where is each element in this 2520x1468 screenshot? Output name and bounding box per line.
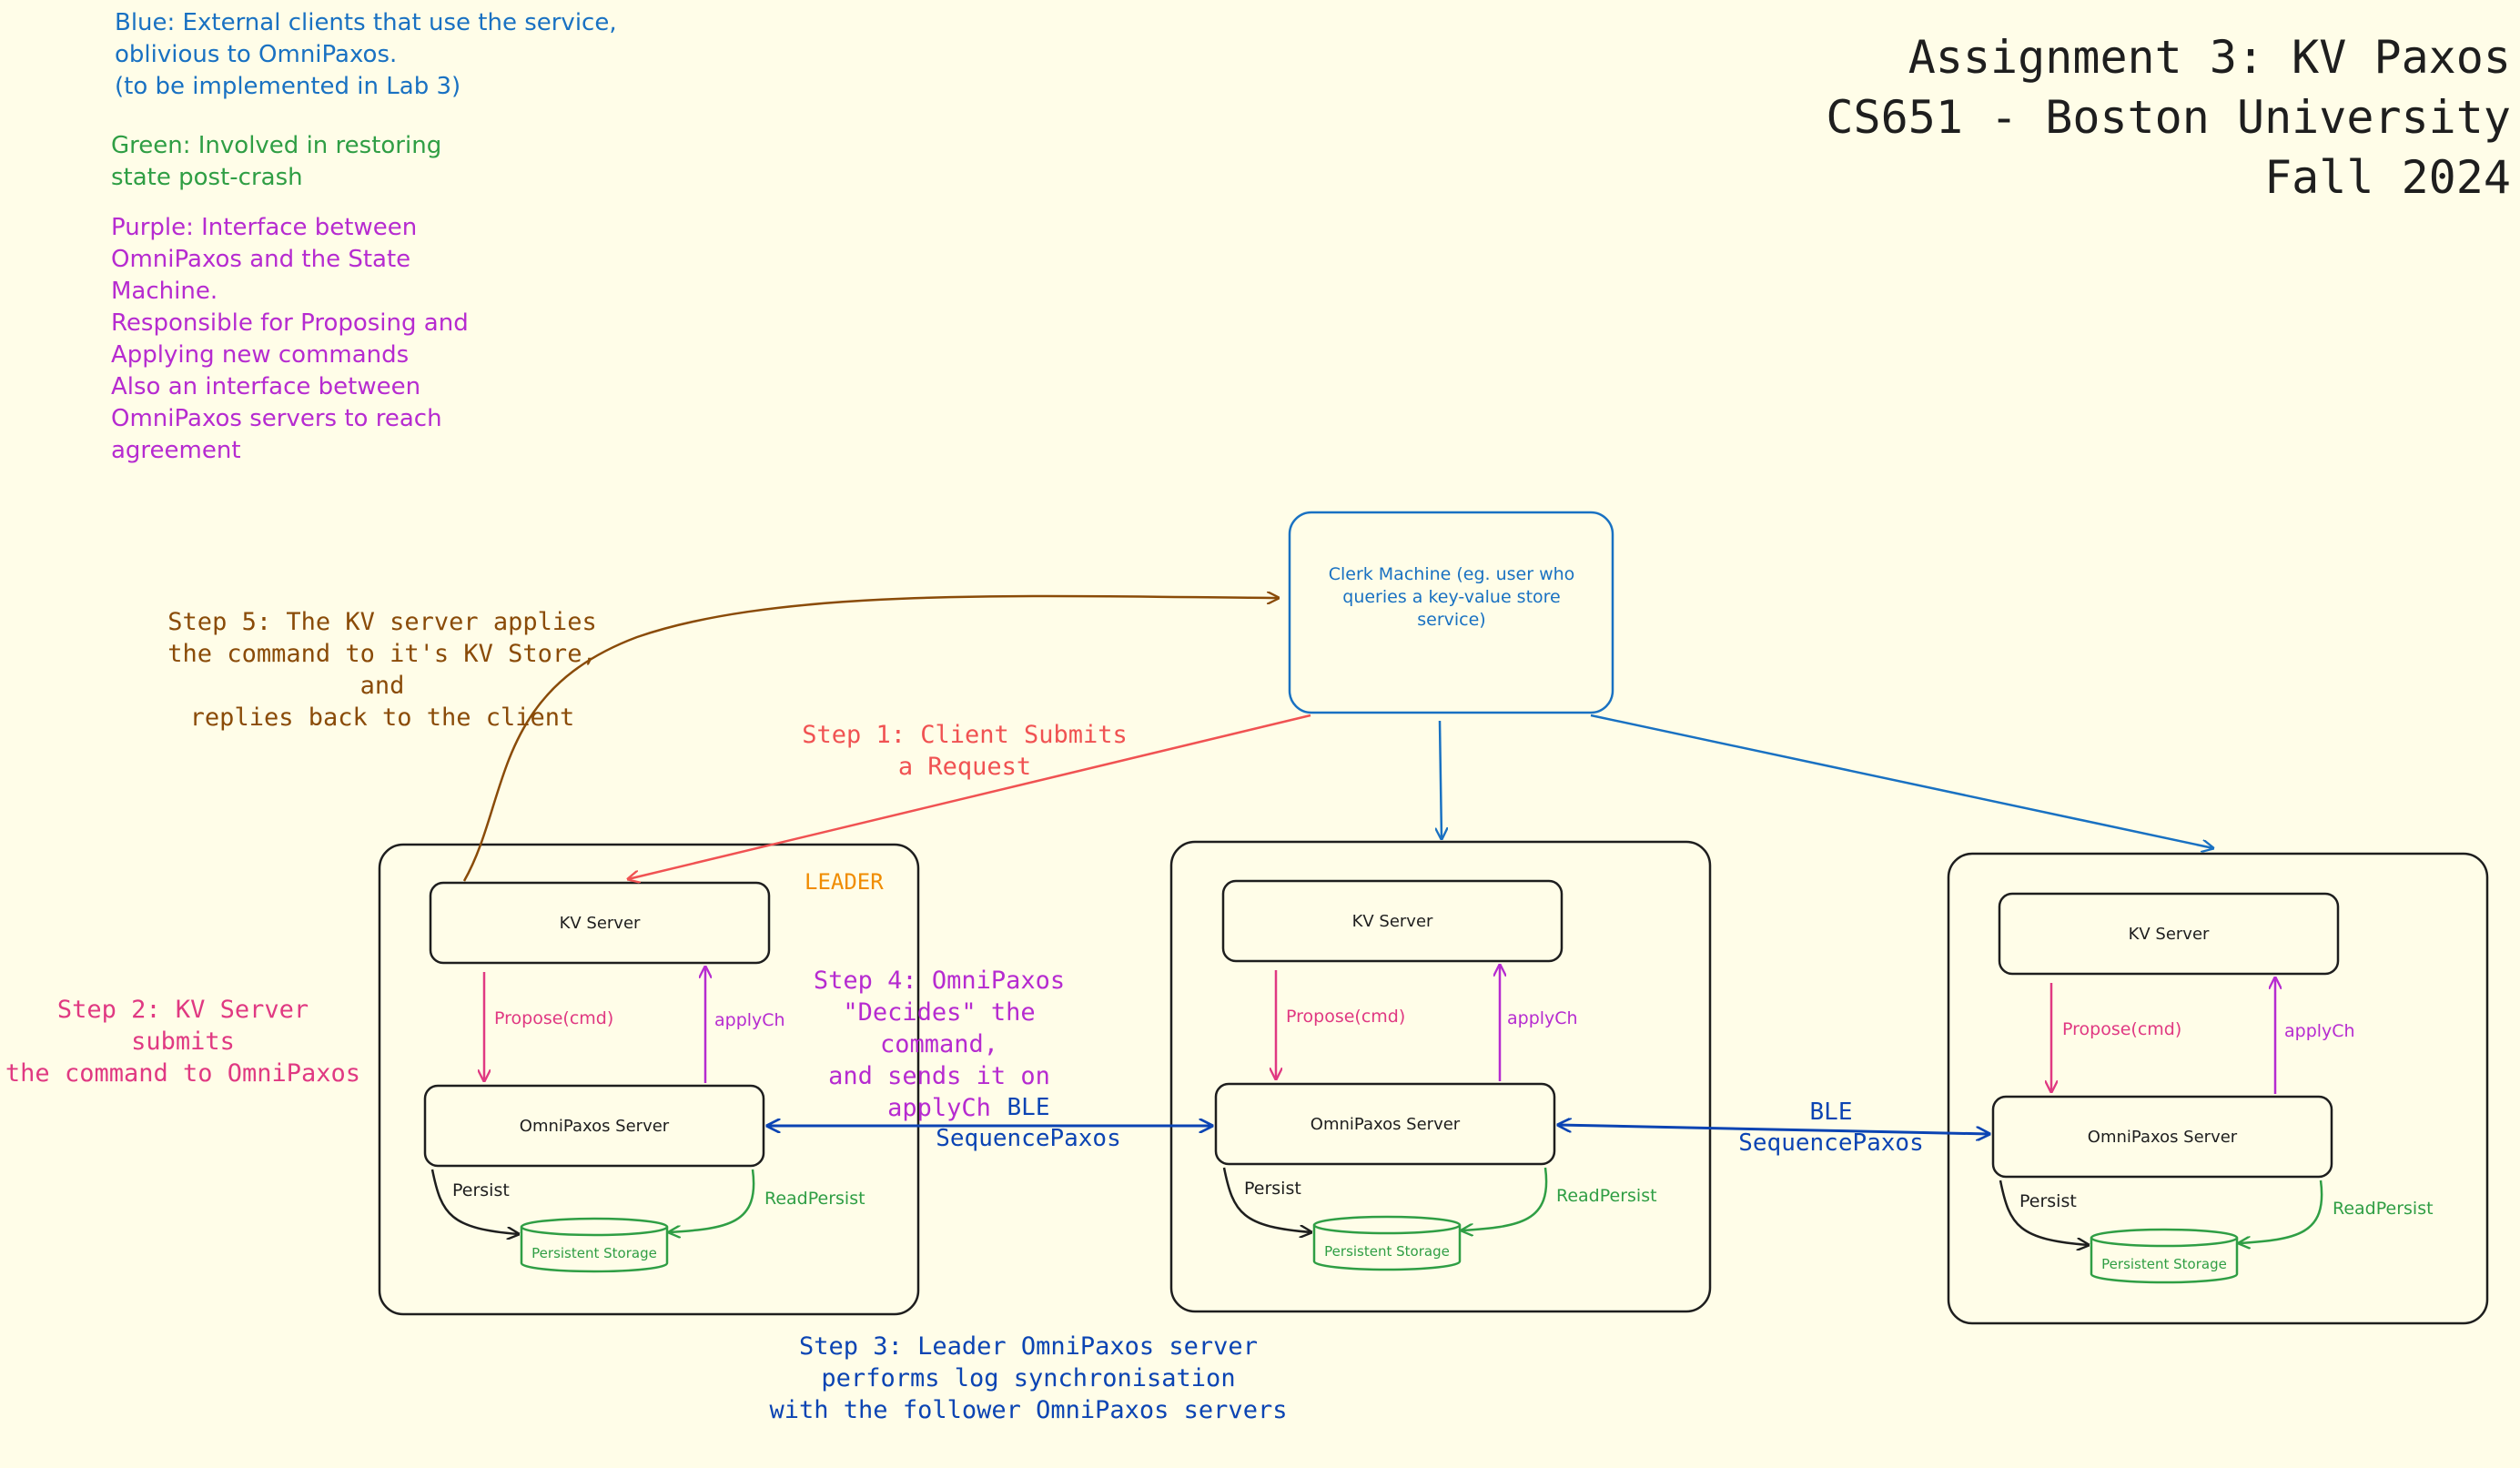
readpersist-arrow-1 bbox=[669, 1169, 755, 1232]
client-request-arrow-2 bbox=[1440, 720, 1442, 839]
omnipaxos-server-box-3 bbox=[1991, 1095, 2333, 1179]
omnipaxos-server-label-3: OmniPaxos Server bbox=[2087, 1127, 2238, 1147]
applych-label-2: applyCh bbox=[1507, 1008, 1578, 1028]
server-container-1 bbox=[378, 843, 920, 1316]
step-1-label: Step 1: Client Submits a Request bbox=[802, 721, 1128, 781]
persist-arrow-1 bbox=[430, 1169, 519, 1234]
sequencepaxos-link-2-3 bbox=[1558, 1125, 1989, 1134]
propose-label-2: Propose(cmd) bbox=[1286, 1007, 1406, 1027]
persist-label-1: Persist bbox=[452, 1180, 510, 1200]
readpersist-arrow-2 bbox=[1462, 1167, 1548, 1230]
server-container-3 bbox=[1947, 852, 2489, 1325]
propose-label-3: Propose(cmd) bbox=[2062, 1019, 2182, 1039]
readpersist-label-3: ReadPersist bbox=[2333, 1199, 2434, 1219]
link-1-2-line-1: BLE bbox=[1007, 1094, 1050, 1121]
link-label-1-2: BLE SequencePaxos bbox=[910, 1092, 1147, 1154]
link-label-2-3: BLE SequencePaxos bbox=[1713, 1097, 1949, 1159]
persistent-storage-cylinder-1 bbox=[520, 1217, 669, 1273]
assignment-title: Assignment 3: KV Paxos CS651 - Boston Un… bbox=[1826, 27, 2511, 208]
clerk-machine-box bbox=[1288, 511, 1614, 714]
title-line-2: CS651 - Boston University bbox=[1826, 91, 2511, 144]
storage-label-3: Persistent Storage bbox=[2101, 1256, 2227, 1272]
persist-label-2: Persist bbox=[1244, 1179, 1301, 1199]
persist-arrow-3 bbox=[1999, 1179, 2089, 1245]
propose-label-1: Propose(cmd) bbox=[494, 1008, 614, 1028]
step-3-label: Step 3: Leader OmniPaxos server performs… bbox=[769, 1332, 1288, 1424]
applych-label-1: applyCh bbox=[714, 1010, 785, 1030]
step-5-label: Step 5: The KV server applies the comman… bbox=[167, 608, 597, 732]
step-4-label: Step 4: OmniPaxos "Decides" the command,… bbox=[813, 967, 1066, 1122]
clerk-machine-label: Clerk Machine (eg. user who queries a ke… bbox=[1328, 563, 1575, 630]
reply-to-client-arrow bbox=[462, 596, 1279, 882]
link-2-3-line-2: SequencePaxos bbox=[1738, 1129, 1924, 1157]
persistent-storage-cylinder-3 bbox=[2090, 1228, 2239, 1284]
omnipaxos-server-box-1 bbox=[423, 1084, 765, 1168]
legend-purple: Purple: Interface between OmniPaxos and … bbox=[111, 214, 469, 464]
client-request-arrow-leader bbox=[628, 714, 1311, 879]
legend-green: Green: Involved in restoring state post-… bbox=[111, 132, 442, 191]
omnipaxos-server-label-2: OmniPaxos Server bbox=[1310, 1114, 1461, 1134]
storage-label-1: Persistent Storage bbox=[531, 1245, 657, 1261]
title-line-3: Fall 2024 bbox=[2264, 151, 2511, 204]
link-1-2-line-2: SequencePaxos bbox=[936, 1125, 1121, 1152]
kv-server-box-3 bbox=[1998, 892, 2340, 976]
omnipaxos-server-box-2 bbox=[1214, 1082, 1556, 1166]
kv-server-box-2 bbox=[1221, 879, 1564, 963]
applych-label-3: applyCh bbox=[2284, 1021, 2355, 1041]
kv-server-box-1 bbox=[429, 881, 771, 965]
readpersist-arrow-3 bbox=[2239, 1179, 2323, 1243]
readpersist-label-1: ReadPersist bbox=[764, 1189, 865, 1209]
leader-label: LEADER bbox=[805, 869, 884, 895]
storage-label-2: Persistent Storage bbox=[1324, 1243, 1450, 1260]
step-2-label: Step 2: KV Server submits the command to… bbox=[5, 996, 361, 1088]
persist-arrow-2 bbox=[1222, 1167, 1311, 1232]
kv-server-label-3: KV Server bbox=[2128, 924, 2210, 944]
link-2-3-line-1: BLE bbox=[1809, 1098, 1853, 1126]
omnipaxos-server-label-1: OmniPaxos Server bbox=[519, 1116, 670, 1136]
kv-server-label-1: KV Server bbox=[559, 913, 641, 933]
persistent-storage-cylinder-2 bbox=[1312, 1215, 1462, 1271]
legend-blue: Blue: External clients that use the serv… bbox=[115, 9, 617, 100]
readpersist-label-2: ReadPersist bbox=[1556, 1186, 1657, 1206]
client-request-arrow-3 bbox=[1590, 714, 2213, 848]
title-line-1: Assignment 3: KV Paxos bbox=[1908, 31, 2511, 84]
server-container-2 bbox=[1169, 840, 1712, 1313]
kv-server-label-2: KV Server bbox=[1351, 911, 1433, 931]
persist-label-3: Persist bbox=[2019, 1191, 2077, 1211]
